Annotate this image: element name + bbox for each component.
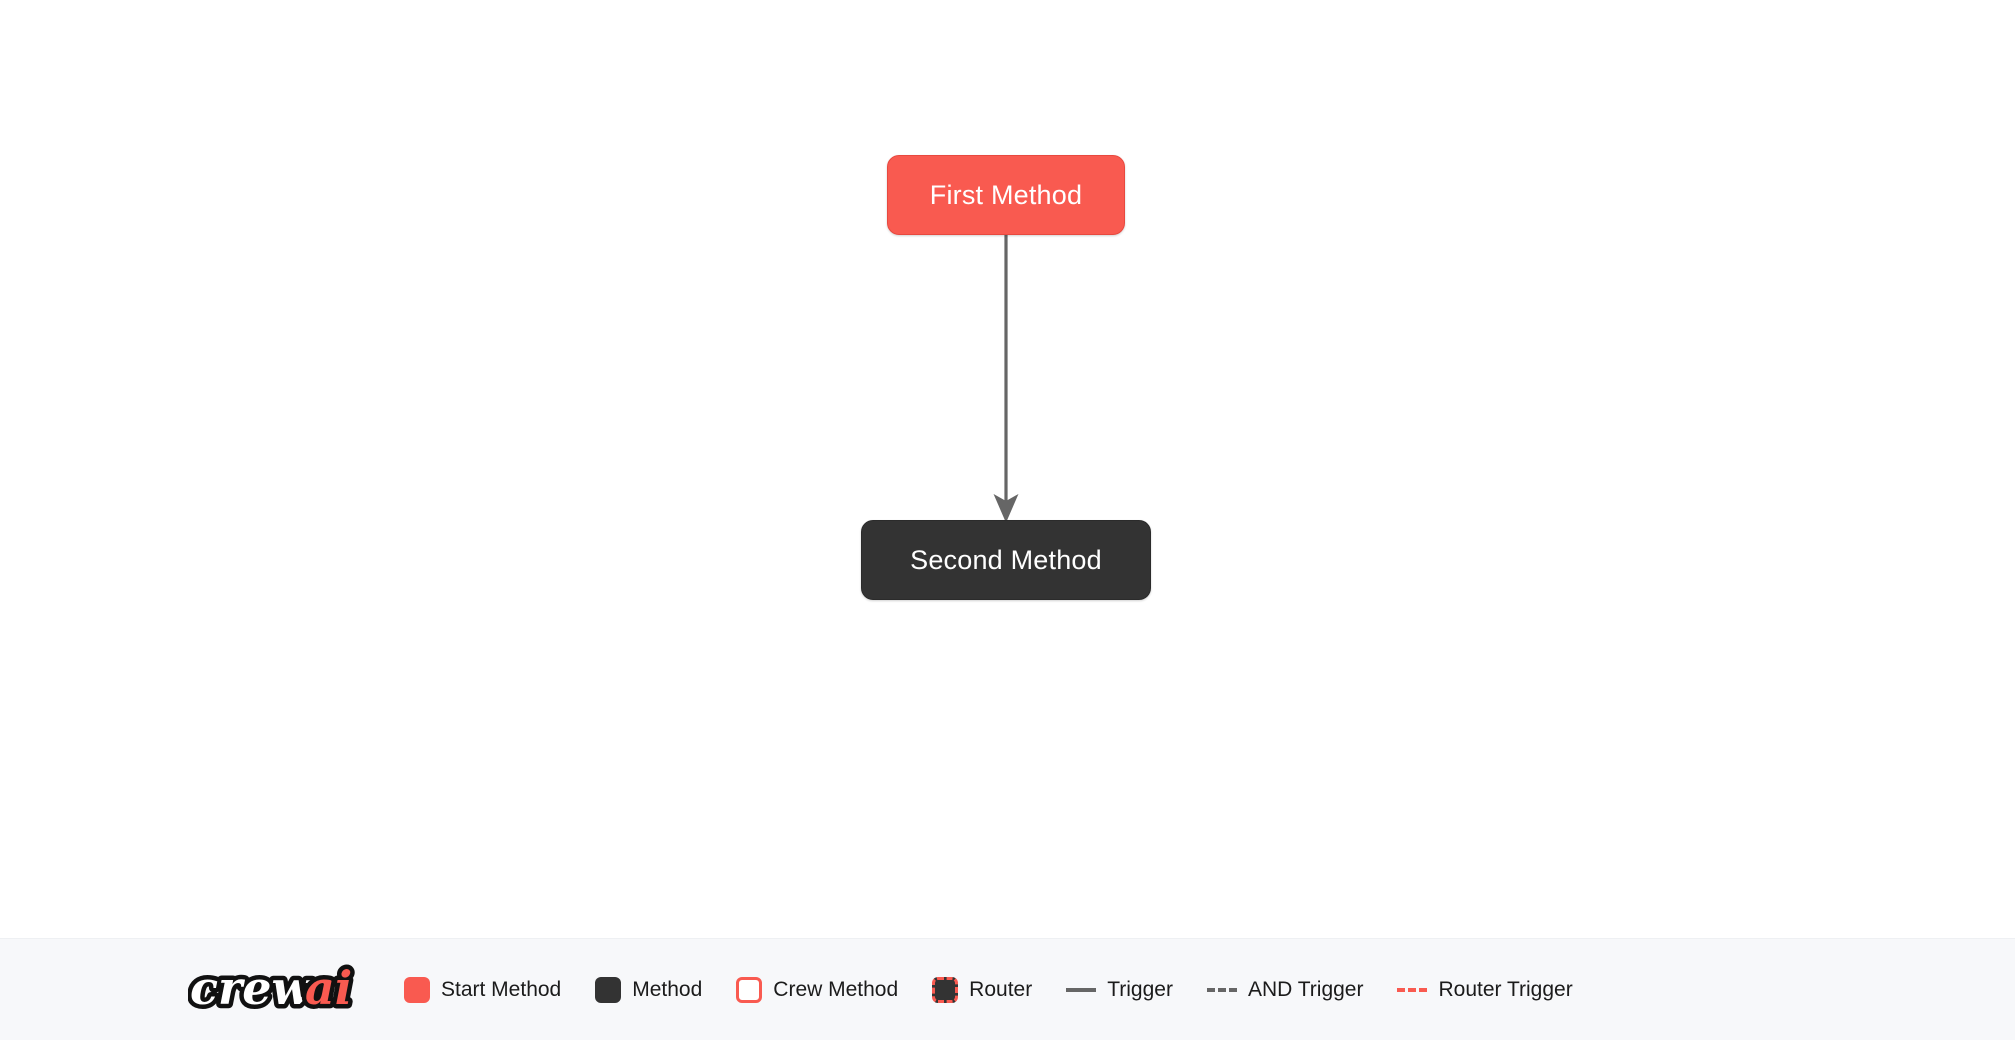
crewai-logo-icon: crew crew ai ai [188,958,357,1020]
method-swatch-icon [595,976,622,1003]
start-method-swatch-icon [404,976,430,1003]
crewai-logo-ai-outline: ai [305,961,352,1015]
crewai-logo-crew-outline: crew [190,961,313,1015]
legend-label-router: Router [969,978,1033,1001]
trigger-line-icon [1066,987,1097,992]
crew-method-swatch-icon [736,976,763,1003]
crewai-logo-crew-fill: crew [190,961,313,1015]
legend-label-crew-method: Crew Method [773,978,899,1001]
crewai-logo-ai-fill: ai [305,961,352,1015]
legend-label-start-method: Start Method [441,978,562,1001]
edge-layer [993,235,1019,523]
legend-item-and-trigger[interactable]: AND Trigger [1206,978,1364,1001]
node-second-method-label: Second Method [910,544,1102,575]
legend-footer: crew crew ai ai Start Method Method [0,938,2015,1040]
legend-item-router-trigger[interactable]: Router Trigger [1397,978,1573,1001]
legend-label-router-trigger: Router Trigger [1438,978,1573,1001]
legend-item-trigger[interactable]: Trigger [1066,979,1173,1000]
legend-label-and-trigger: AND Trigger [1247,978,1364,1001]
legend-items: Start Method Method Crew Method Router T [404,976,1607,1003]
legend-item-router[interactable]: Router [932,976,1033,1003]
flow-canvas[interactable]: First Method Second Method [0,0,2015,938]
legend-item-crew-method[interactable]: Crew Method [736,976,899,1003]
node-first-method-label: First Method [929,179,1083,210]
crewai-logo: crew crew ai ai [188,958,366,1022]
node-second-method[interactable]: Second Method [861,520,1151,600]
legend-item-start-method[interactable]: Start Method [404,976,562,1003]
and-trigger-line-icon [1206,987,1237,992]
router-trigger-line-icon [1397,987,1428,992]
router-swatch-icon [932,976,959,1003]
node-first-method[interactable]: First Method [887,155,1125,235]
legend-label-trigger: Trigger [1107,978,1173,1001]
legend-label-method: Method [632,978,703,1001]
legend-footer-inner: crew crew ai ai Start Method Method [0,958,1607,1022]
legend-item-method[interactable]: Method [595,976,703,1003]
